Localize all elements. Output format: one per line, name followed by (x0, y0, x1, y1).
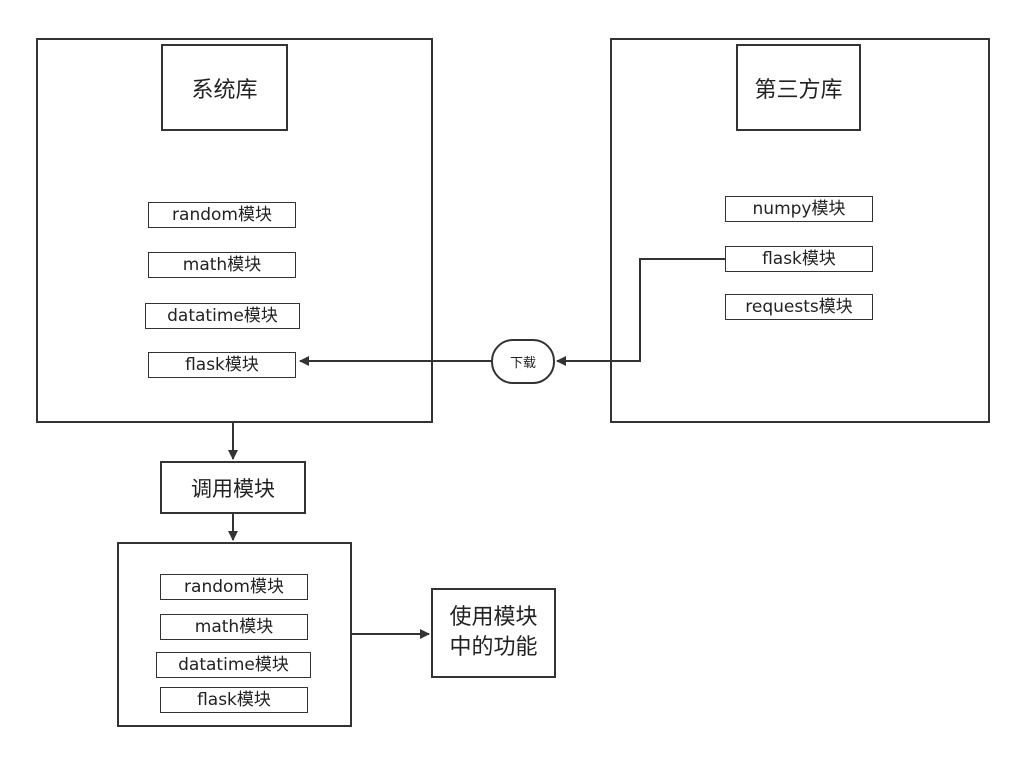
third-party-module-flask: flask模块 (725, 246, 873, 272)
use-function-line1: 使用模块 (449, 605, 538, 631)
call-modules-box: 调用模块 (160, 461, 306, 514)
system-module-datatime: datatime模块 (145, 303, 300, 329)
system-module-math: math模块 (148, 252, 296, 278)
called-module-flask: flask模块 (160, 687, 308, 713)
system-module-random: random模块 (148, 202, 296, 228)
called-module-datatime: datatime模块 (156, 652, 311, 678)
system-module-flask: flask模块 (148, 352, 296, 378)
called-module-math: math模块 (160, 614, 308, 640)
called-module-random: random模块 (160, 574, 308, 600)
third-party-module-numpy: numpy模块 (725, 196, 873, 222)
use-function-line2: 中的功能 (449, 635, 538, 660)
third-party-library-title: 第三方库 (736, 44, 861, 131)
download-node: 下载 (491, 339, 555, 384)
use-function-box: 使用模块 中的功能 (431, 588, 556, 678)
system-library-title: 系统库 (161, 44, 288, 131)
third-party-module-requests: requests模块 (725, 294, 873, 320)
